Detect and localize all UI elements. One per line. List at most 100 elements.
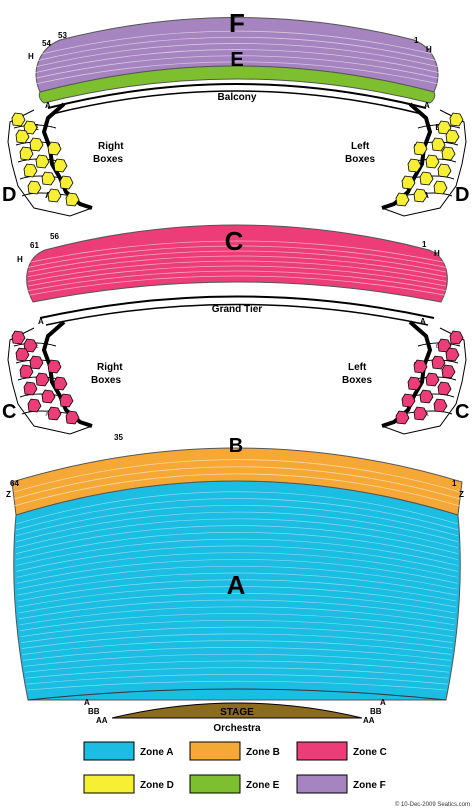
copyright: © 10-Dec-2009 Seatics.com <box>395 801 470 808</box>
zone-d-letter-left: D <box>2 184 16 206</box>
legend-swatch-zone-f <box>296 774 348 794</box>
section-f-row-line <box>33 43 441 68</box>
seat-number-56: 56 <box>50 232 59 241</box>
right-d-box-seat[interactable] <box>47 188 62 203</box>
left-d-box-seat[interactable] <box>425 154 440 169</box>
seat-number-54: 54 <box>42 39 51 48</box>
left-c-box-seat[interactable] <box>437 381 452 396</box>
right-c-box-seat[interactable] <box>23 381 38 396</box>
right-boxes-d: EDCBA <box>7 102 93 217</box>
section-b-label: B <box>229 435 243 457</box>
right-c-box-seat[interactable] <box>59 393 74 408</box>
section-a-row-line <box>17 579 457 602</box>
left-c-box-seat[interactable] <box>407 376 422 391</box>
row-a-front-right: A <box>380 698 386 707</box>
left-d-box-seat[interactable] <box>407 158 422 173</box>
legend-swatch-zone-e <box>189 774 241 794</box>
left-boxes-label-1: Left <box>351 141 370 152</box>
right-d-box-seat[interactable] <box>35 154 50 169</box>
left-d-box-seat[interactable] <box>437 163 452 178</box>
row-aa-front-left: AA <box>96 716 108 725</box>
section-c-row-line <box>27 255 447 278</box>
right-d-box-seat[interactable] <box>59 175 74 190</box>
left-c-box-outline <box>381 327 467 435</box>
left-c-box-seat[interactable] <box>433 398 448 413</box>
right-c-box-seat[interactable] <box>15 347 30 362</box>
left-d-box-seat[interactable] <box>449 112 464 127</box>
section-c-label: C <box>225 226 244 256</box>
section-a-row-line <box>17 572 457 596</box>
section-c-row-line <box>27 250 447 273</box>
section-c-row-line <box>27 240 447 264</box>
left-c-box-seat[interactable] <box>419 389 434 404</box>
row-h-right-grand: H <box>434 249 440 258</box>
section-b-row-line <box>13 473 461 507</box>
left-c-box-seat[interactable] <box>425 372 440 387</box>
left-d-box-seat[interactable] <box>395 192 410 207</box>
balcony-rail <box>47 83 427 109</box>
section-a-row-line <box>19 606 455 626</box>
right-d-box-seat[interactable] <box>47 141 62 156</box>
section-f-row-line <box>33 36 441 62</box>
right-c-box-seat[interactable] <box>19 364 34 379</box>
left-c-box-seat[interactable] <box>413 406 428 421</box>
right-c-box-seat[interactable] <box>11 330 26 345</box>
section-b-row-lines <box>13 459 461 507</box>
right-c-box-seat[interactable] <box>35 372 50 387</box>
right-c-box-seat[interactable] <box>53 376 68 391</box>
left-d-box-seat[interactable] <box>413 188 428 203</box>
right-c-box-seat[interactable] <box>27 398 42 413</box>
section-f-row-line <box>33 55 441 79</box>
orchestra-level: B A STAGE Orchestra 35 64 1 Z Z A BB AA … <box>6 433 464 734</box>
right-d-box-seat[interactable] <box>15 129 30 144</box>
left-c-box-seat[interactable] <box>445 347 460 362</box>
right-d-box-seat[interactable] <box>41 171 56 186</box>
right-d-box-seat[interactable] <box>65 192 80 207</box>
right-c-box-seat[interactable] <box>41 389 56 404</box>
left-d-box-seat[interactable] <box>401 175 416 190</box>
section-a-label: A <box>227 570 246 600</box>
right-c-box-seat[interactable] <box>47 359 62 374</box>
grand-tier-label: Grand Tier <box>212 304 262 315</box>
section-a-row-line <box>23 653 451 667</box>
row-bb-front-left: BB <box>88 707 100 716</box>
right-c-box-seat[interactable] <box>47 406 62 421</box>
right-c-box-seat[interactable] <box>65 410 80 425</box>
left-d-box-seat[interactable] <box>437 120 452 135</box>
left-c-box-seat[interactable] <box>437 338 452 353</box>
section-a-row-line <box>16 565 458 590</box>
row-z-left: Z <box>6 490 11 499</box>
left-d-box-seat[interactable] <box>433 180 448 195</box>
left-d-box-seat[interactable] <box>441 146 456 161</box>
seat-number-1-orchestra: 1 <box>452 479 457 488</box>
left-c-box-seat[interactable] <box>441 364 456 379</box>
right-d-box-seat[interactable] <box>23 163 38 178</box>
left-c-box-seat[interactable] <box>449 330 464 345</box>
balcony-level: F E Balcony 54 53 1 H H A A <box>28 8 441 115</box>
zone-c-letter-right: C <box>455 401 469 423</box>
right-d-box-seat[interactable] <box>27 180 42 195</box>
left-c-box-seat[interactable] <box>401 393 416 408</box>
left-c-box-seat[interactable] <box>395 410 410 425</box>
left-d-box-seat[interactable] <box>413 141 428 156</box>
seat-number-64: 64 <box>10 479 19 488</box>
left-d-box-seat[interactable] <box>431 137 446 152</box>
legend-label-zone-d: Zone D <box>140 780 174 791</box>
left-c-box-seat[interactable] <box>431 355 446 370</box>
right-d-box-seat[interactable] <box>11 112 26 127</box>
left-d-box-seat[interactable] <box>445 129 460 144</box>
section-e-label: E <box>230 49 243 71</box>
section-a-row-line <box>26 674 448 685</box>
section-e[interactable] <box>38 65 436 104</box>
right-d-box-seat[interactable] <box>19 146 34 161</box>
orchestra-label: Orchestra <box>213 723 261 734</box>
right-d-box-seat[interactable] <box>53 158 68 173</box>
section-b[interactable] <box>11 447 463 516</box>
left-d-box-seat[interactable] <box>419 171 434 186</box>
left-d-box-divider <box>401 192 453 197</box>
legend-label-zone-a: Zone A <box>140 747 174 758</box>
left-c-box-seat[interactable] <box>413 359 428 374</box>
section-c[interactable] <box>26 224 448 303</box>
section-c-row-line <box>27 260 447 282</box>
right-d-box-outline <box>7 109 93 217</box>
